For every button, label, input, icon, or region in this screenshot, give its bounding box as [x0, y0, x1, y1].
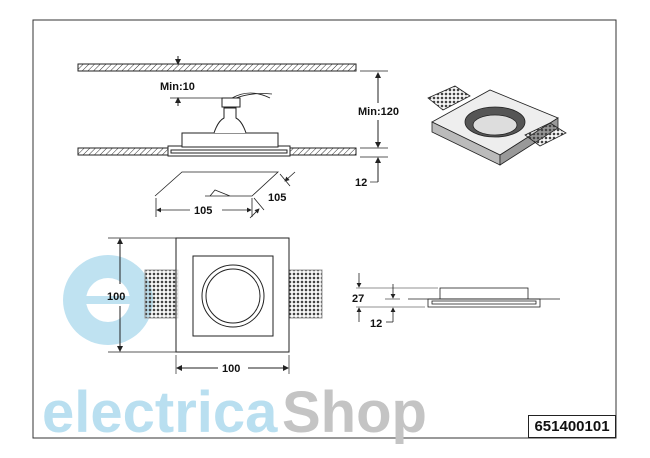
label-cutout-width: 105 — [194, 205, 212, 217]
front-view — [108, 237, 323, 374]
cutout-outline — [154, 171, 296, 219]
section-view — [77, 56, 388, 183]
product-code: 651400101 — [528, 415, 616, 438]
watermark: electrica Shop — [42, 380, 427, 445]
watermark-text-2: Shop — [282, 380, 427, 445]
label-flange-thickness: 12 — [355, 177, 367, 189]
label-cutout-depth: 105 — [268, 192, 286, 204]
label-front-height: 100 — [107, 291, 125, 303]
label-side-height: 27 — [352, 293, 364, 305]
label-side-flange: 12 — [370, 318, 382, 330]
drawing-frame — [32, 19, 617, 439]
label-front-width: 100 — [222, 363, 240, 375]
watermark-text-1: electrica — [42, 380, 278, 445]
label-min-depth: Min:120 — [358, 106, 399, 118]
product-render — [427, 85, 567, 166]
side-view — [356, 273, 560, 323]
watermark-logo — [63, 255, 153, 345]
label-min-clearance: Min:10 — [160, 81, 195, 93]
